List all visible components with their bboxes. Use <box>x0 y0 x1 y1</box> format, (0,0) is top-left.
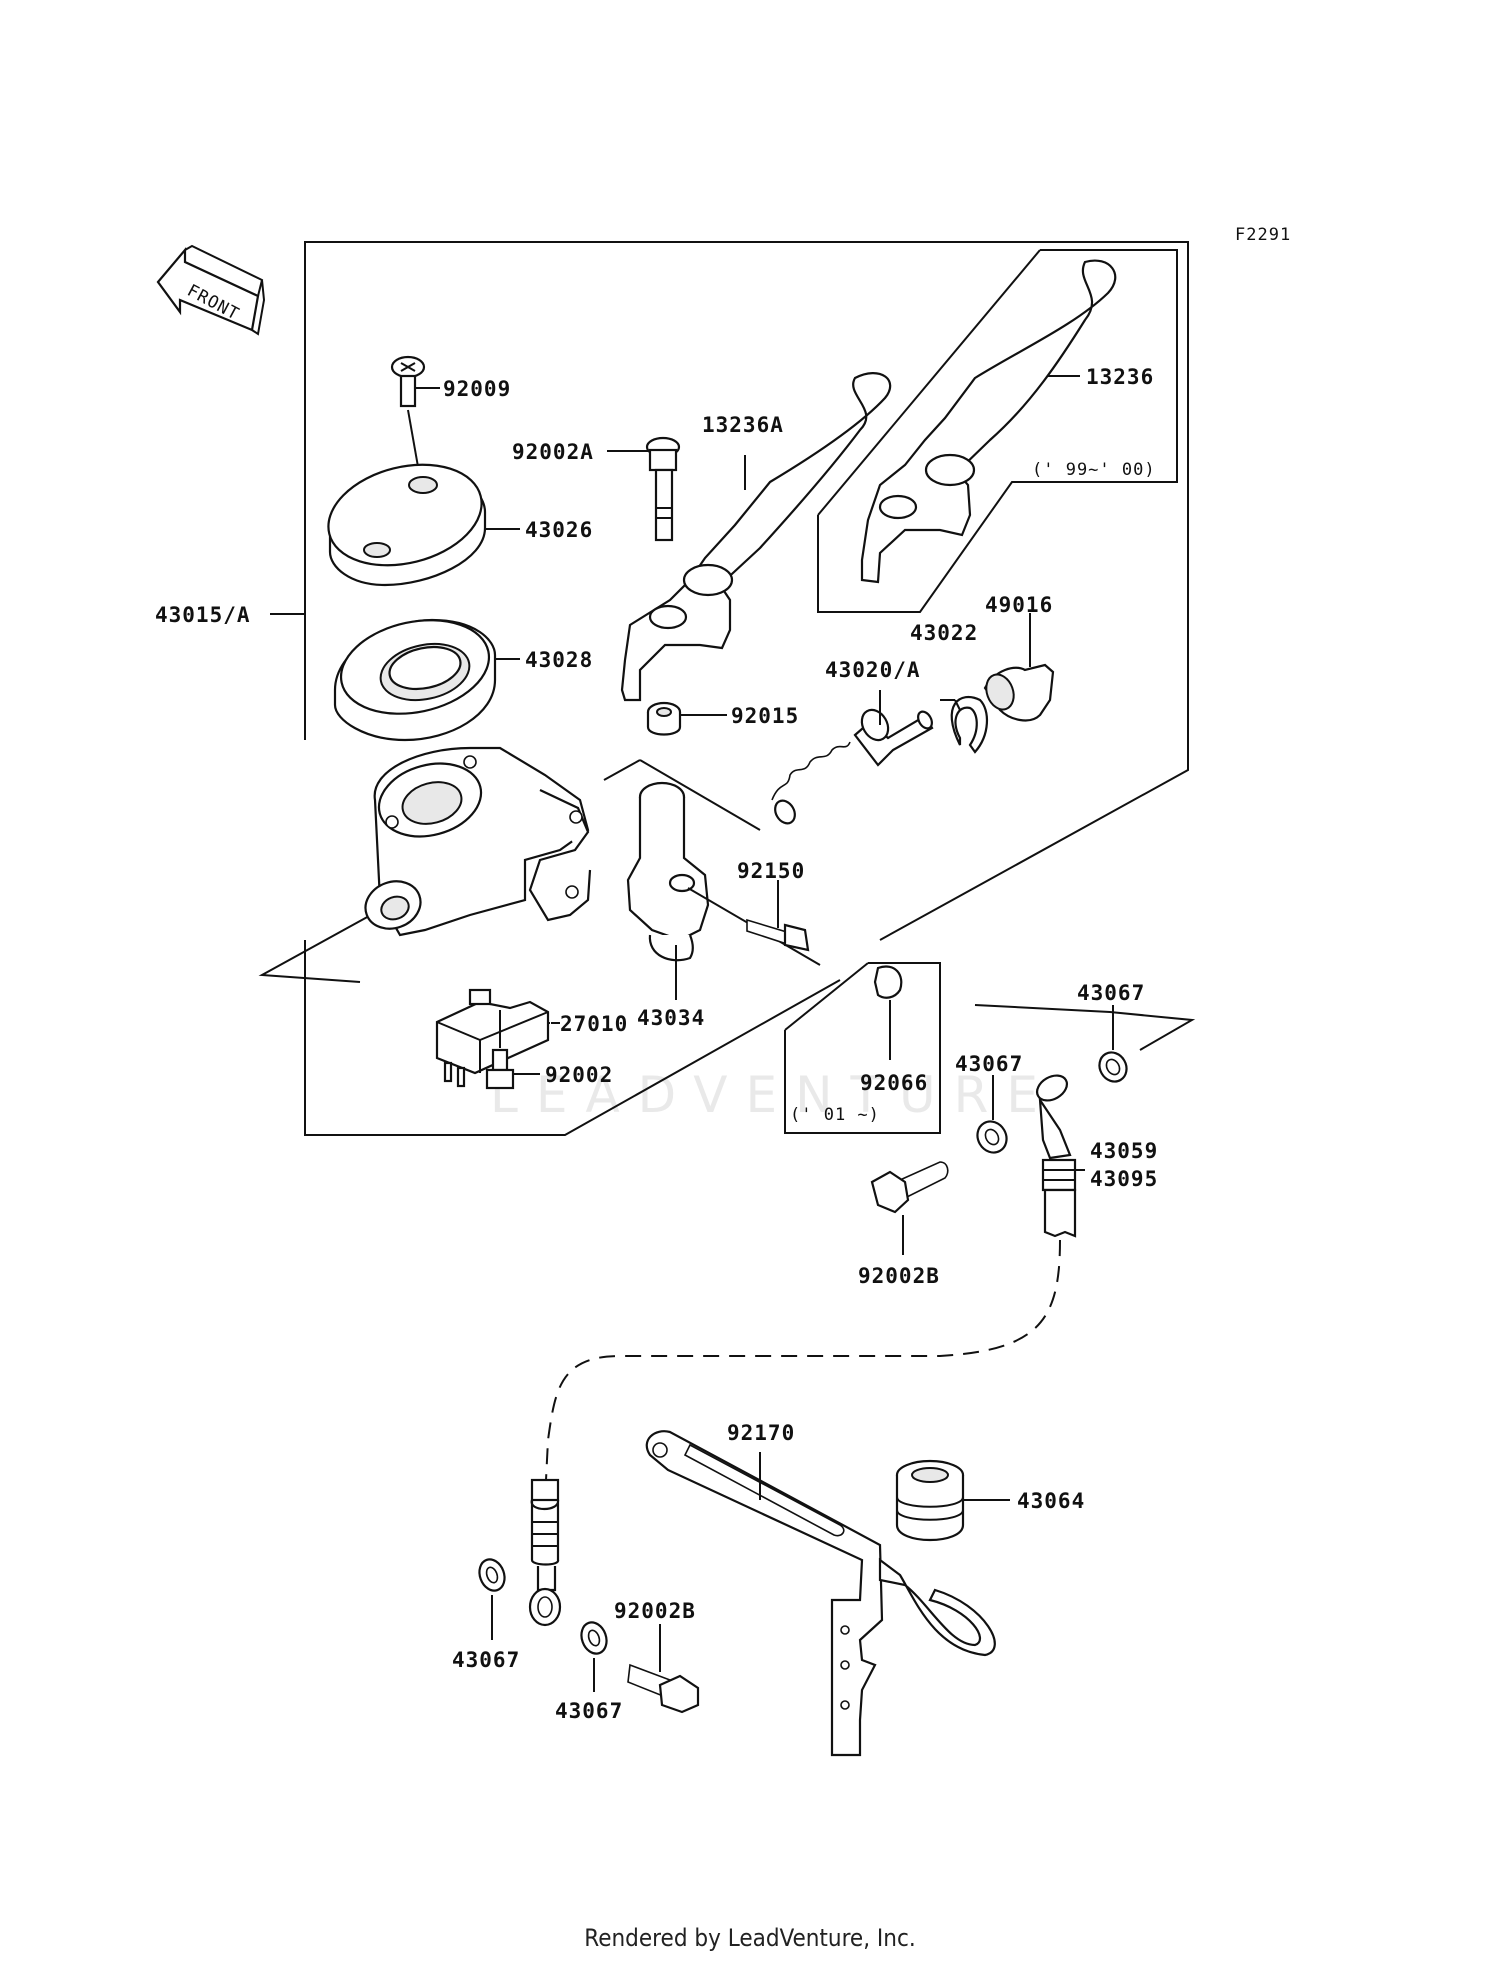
part-label-92150: 92150 <box>737 859 805 883</box>
bolt-92002A <box>607 436 681 542</box>
watermark: LEADVENTURE <box>490 1066 1056 1124</box>
variant-label-99-00: (' 99~' 00) <box>1032 460 1156 480</box>
part-label-27010: 27010 <box>560 1012 628 1036</box>
part-label-13236A: 13236A <box>702 413 784 437</box>
part-label-43020A: 43020/A <box>825 658 921 682</box>
grommet-43064 <box>895 1459 1010 1541</box>
part-label-92009: 92009 <box>443 377 511 401</box>
footer-credit: Rendered by LeadVenture, Inc. <box>584 1924 916 1952</box>
part-label-92002B-lower: 92002B <box>614 1599 696 1623</box>
switch-27010 <box>435 988 560 1088</box>
part-label-43067-middle: 43067 <box>955 1052 1023 1076</box>
part-label-92002B-upper: 92002B <box>858 1264 940 1288</box>
bolt-92002B-upper <box>870 1161 949 1255</box>
part-label-43034: 43034 <box>637 1006 705 1030</box>
washer-43067-lower-left <box>478 1558 506 1640</box>
figure-code: F2291 <box>1235 225 1291 245</box>
part-label-43026: 43026 <box>525 518 593 542</box>
circlip-43022 <box>940 695 988 754</box>
brake-hose <box>545 1074 1085 1481</box>
washer-43067-middle <box>976 1075 1008 1154</box>
part-label-49016: 49016 <box>985 593 1053 617</box>
part-label-43064: 43064 <box>1017 1489 1085 1513</box>
part-label-43095: 43095 <box>1090 1167 1158 1191</box>
part-label-43067-lower-right: 43067 <box>555 1699 623 1723</box>
variant-box-99-00: (' 99~' 00) <box>817 249 1178 613</box>
part-label-92002A: 92002A <box>512 440 594 464</box>
part-label-92170: 92170 <box>727 1421 795 1445</box>
piston-43020A <box>771 690 934 825</box>
screw-92009 <box>390 355 440 479</box>
clamp-43034 <box>626 781 821 1000</box>
bolt-92002B-lower <box>627 1624 700 1714</box>
washer-43067-lower-right <box>580 1621 608 1692</box>
lever-13236A <box>620 372 892 702</box>
part-label-43022: 43022 <box>910 621 978 645</box>
nut-92015 <box>646 701 727 736</box>
variant-box-01: (' 01 ~) <box>784 962 941 1134</box>
part-label-13236: 13236 <box>1086 365 1154 389</box>
variant-label-01: (' 01 ~) <box>790 1105 880 1125</box>
part-label-43067-lower-left: 43067 <box>452 1648 520 1672</box>
part-label-92015: 92015 <box>731 704 799 728</box>
front-arrow-icon: FRONT <box>156 244 266 336</box>
cap-92066 <box>873 965 903 1060</box>
screw-92150 <box>746 880 810 952</box>
washer-43067-upper <box>974 1004 1196 1083</box>
cap-43026 <box>327 463 520 587</box>
assembly-boundary <box>258 241 1189 1136</box>
lever-13236 <box>860 259 1117 584</box>
part-label-43067-upper: 43067 <box>1077 981 1145 1005</box>
boot-49016 <box>983 613 1055 722</box>
banjo-fitting <box>528 1478 562 1627</box>
part-label-92066: 92066 <box>860 1071 928 1095</box>
diaphragm-43028 <box>333 618 520 742</box>
part-label-43059: 43059 <box>1090 1139 1158 1163</box>
master-cylinder-body <box>364 746 761 937</box>
bolt-92002 <box>485 1010 540 1090</box>
part-label-92002: 92002 <box>545 1063 613 1087</box>
part-label-43015A: 43015/A <box>155 603 251 627</box>
bracket-92170 <box>645 1430 996 1757</box>
part-label-43028: 43028 <box>525 648 593 672</box>
